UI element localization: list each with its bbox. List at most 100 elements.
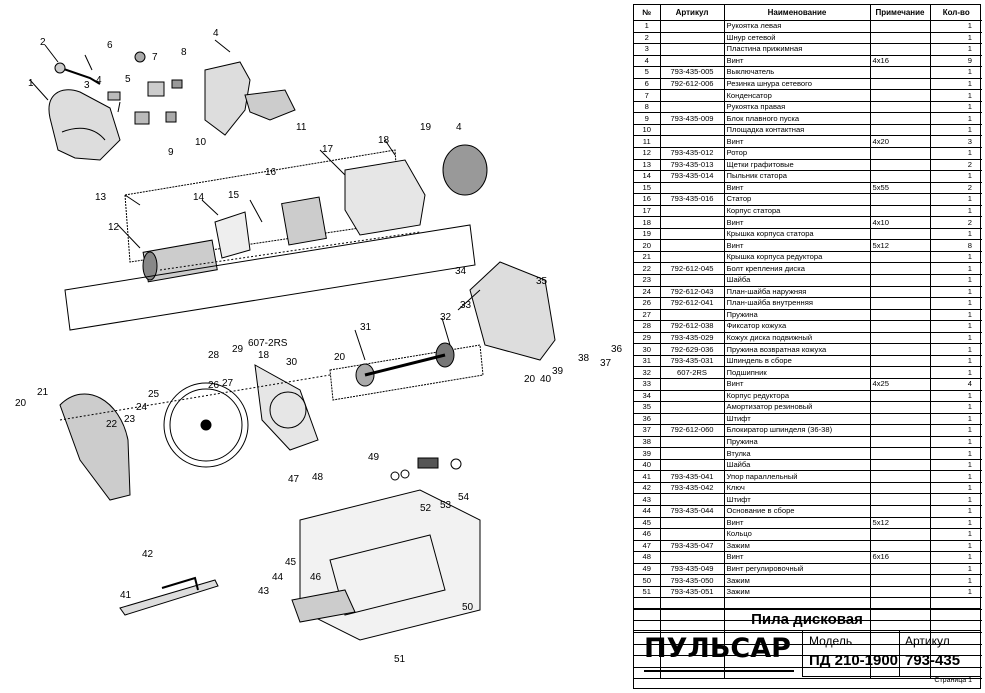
cell-qty: 1	[930, 205, 982, 218]
cell-qty: 1	[930, 251, 982, 264]
cell-name: Пружина	[724, 436, 871, 449]
cell-qty: 2	[930, 159, 982, 172]
cell-article: 792-612-041	[660, 297, 725, 310]
cell-name: План-шайба наружняя	[724, 286, 871, 299]
callout-label: 4	[213, 28, 219, 39]
cell-article	[660, 274, 725, 287]
callout-label: 27	[222, 378, 234, 389]
cell-name: Штифт	[724, 413, 871, 426]
cell-num: 32	[634, 366, 661, 379]
cell-note	[870, 147, 931, 160]
cell-note: 5x12	[870, 239, 931, 252]
cell-num: 44	[634, 505, 661, 518]
cell-qty: 1	[930, 343, 982, 356]
cell-qty: 1	[930, 20, 982, 33]
callout-label: 1	[28, 78, 34, 89]
cell-num: 51	[634, 586, 661, 599]
cell-qty: 8	[930, 239, 982, 252]
cell-name: Шайба	[724, 274, 871, 287]
cell-article	[660, 89, 725, 102]
cell-qty: 1	[930, 43, 982, 56]
empty-cell	[930, 609, 982, 622]
article-cell: Артикул 793-435	[899, 630, 980, 677]
cell-note	[870, 32, 931, 45]
cell-num: 22	[634, 262, 661, 276]
empty-cell	[634, 655, 661, 668]
cell-qty: 1	[930, 482, 982, 495]
empty-cell	[660, 655, 725, 668]
cell-name: Рукоятка левая	[724, 20, 871, 33]
cell-qty: 1	[930, 320, 982, 333]
callout-label: 21	[37, 387, 49, 398]
cell-note: 5x12	[870, 517, 931, 530]
cell-name: Блок плавного пуска	[724, 112, 871, 125]
cell-name: Упор параллельный	[724, 470, 871, 483]
cell-name: Корпус статора	[724, 205, 871, 218]
cell-num: 36	[634, 413, 661, 426]
callout-label: 5	[125, 74, 131, 85]
empty-cell	[870, 609, 931, 622]
cell-note	[870, 112, 931, 125]
cell-qty: 1	[930, 66, 982, 79]
brand-logo: ПУЛЬСАР	[644, 633, 791, 664]
callout-label: 53	[440, 500, 452, 511]
callout-label: 10	[195, 137, 207, 148]
callout-label: 40	[540, 374, 552, 385]
empty-cell	[660, 632, 725, 645]
cell-qty: 4	[930, 378, 982, 391]
callout-label: 52	[420, 503, 432, 514]
cell-num: 12	[634, 147, 661, 160]
cell-num: 42	[634, 482, 661, 495]
cell-article	[660, 182, 725, 195]
cell-note: 4x10	[870, 216, 931, 229]
callout-label: 26	[208, 380, 220, 391]
callout-label: 45	[285, 557, 297, 568]
cell-name: Ротор	[724, 147, 871, 160]
cell-qty: 1	[930, 459, 982, 472]
cell-note	[870, 159, 931, 172]
cell-name: Рукоятка правая	[724, 101, 871, 114]
cell-article	[660, 124, 725, 137]
callout-label: 15	[228, 190, 240, 201]
empty-cell	[634, 597, 661, 610]
cell-num: 3	[634, 43, 661, 56]
exploded-diagram: 1 2 3 4 5 6 7 8 4 9 10 11 12 13 14 15 16…	[15, 28, 623, 665]
cell-note	[870, 505, 931, 518]
cell-note	[870, 482, 931, 495]
empty-cell	[930, 597, 982, 610]
callout-label: 20	[524, 374, 536, 385]
cell-name: Винт	[724, 55, 871, 68]
cell-note	[870, 343, 931, 356]
cell-name: Винт	[724, 135, 871, 148]
cell-article: 793-435-049	[660, 563, 725, 576]
cell-num: 9	[634, 112, 661, 125]
model-cell: Модель ПД 210-1900	[802, 630, 900, 677]
empty-row	[634, 609, 982, 622]
cell-article	[660, 251, 725, 264]
callout-label: 29	[232, 344, 244, 355]
cell-qty: 1	[930, 586, 982, 599]
cell-article: 793-435-014	[660, 170, 725, 183]
callout-label: 41	[120, 590, 132, 601]
empty-cell	[930, 620, 982, 633]
cell-article: 793-435-005	[660, 66, 725, 79]
callout-label: 20	[334, 352, 346, 363]
cell-note	[870, 459, 931, 472]
cell-name: Щетки графитовые	[724, 159, 871, 172]
cell-qty: 1	[930, 112, 982, 125]
